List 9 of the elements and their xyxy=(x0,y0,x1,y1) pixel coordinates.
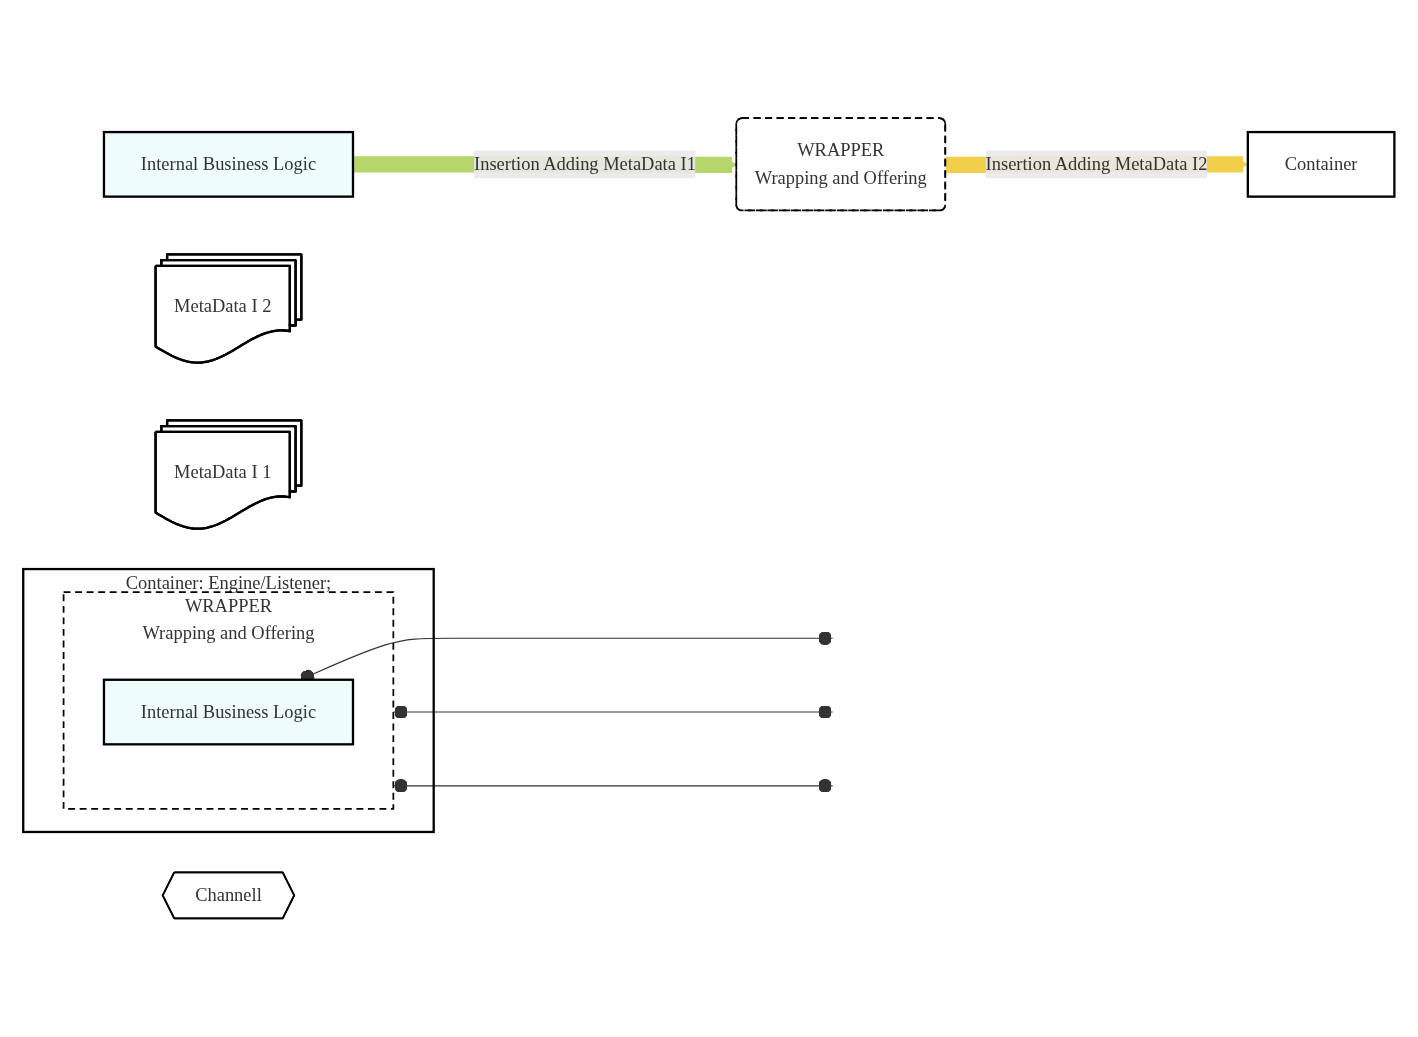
connector xyxy=(392,779,834,793)
cluster xyxy=(62,591,395,810)
cluster xyxy=(22,568,436,834)
node-box xyxy=(103,131,355,198)
node-box xyxy=(1246,131,1396,198)
edge-label: Insertion Adding MetaData I1 xyxy=(474,154,697,174)
node-box xyxy=(103,678,355,746)
edge-label: Insertion Adding MetaData I2 xyxy=(985,154,1208,174)
connector xyxy=(392,705,834,720)
